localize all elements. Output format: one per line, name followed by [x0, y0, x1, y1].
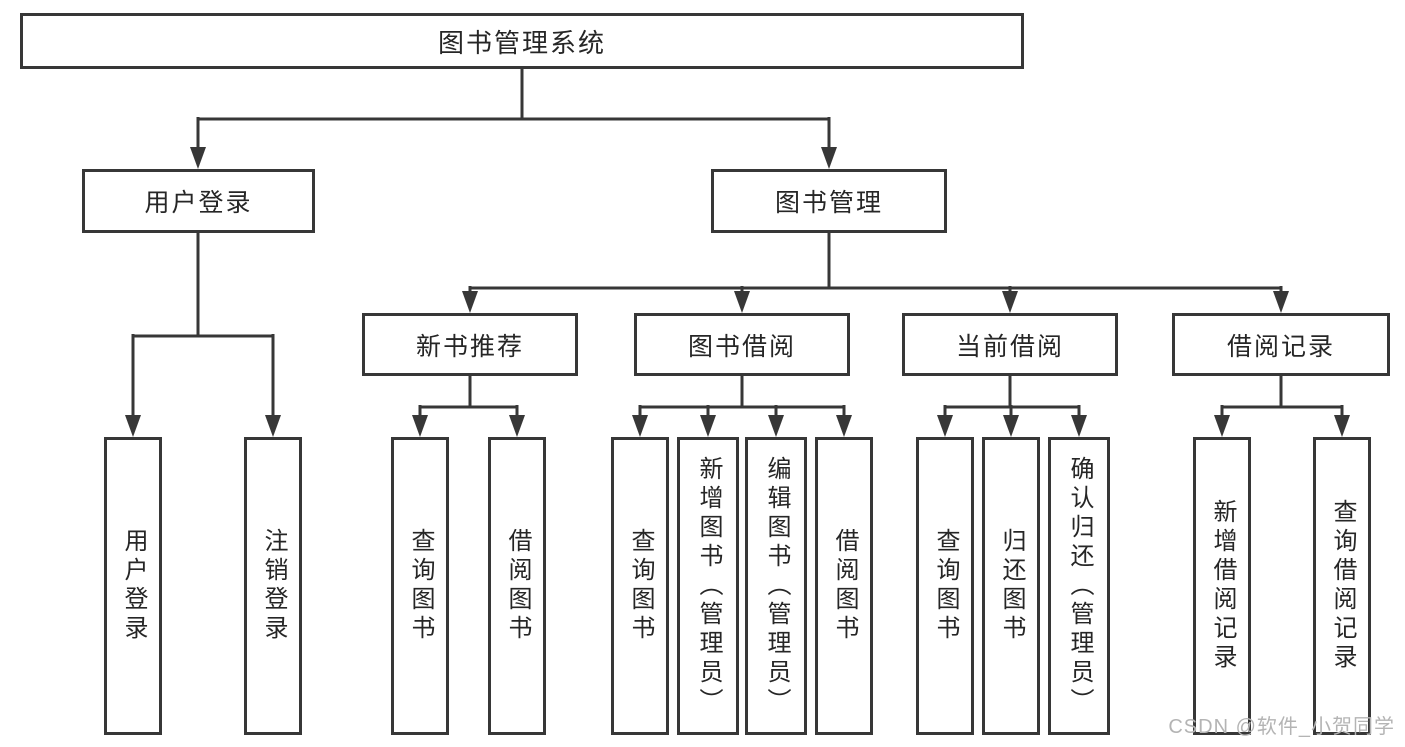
- node-book-management: 图书管理: [711, 169, 947, 233]
- leaf-label: 注销登录: [260, 528, 287, 644]
- leaf-query-borrow-record: 查询借阅记录: [1313, 437, 1371, 735]
- leaf-logout: 注销登录: [244, 437, 302, 735]
- leaf-label: 新增借阅记录: [1209, 499, 1236, 673]
- csdn-watermark: CSDN @软件_小贺同学: [1168, 716, 1395, 738]
- leaf-label: 新增图书（管理员）: [695, 455, 722, 717]
- node-label: 用户登录: [144, 189, 253, 217]
- node-label: 图书管理系统: [437, 27, 606, 58]
- arrowheads: [125, 147, 1350, 437]
- leaf-label: 用户登录: [120, 528, 147, 644]
- node-label: 图书借阅: [687, 332, 796, 361]
- leaf-confirm-return-admin: 确认归还（管理员）: [1048, 437, 1110, 735]
- node-new-book-recommend: 新书推荐: [362, 313, 578, 376]
- leaf-query-books-recommend: 查询图书: [391, 437, 449, 735]
- leaf-label: 查询借阅记录: [1329, 499, 1356, 673]
- leaf-add-borrow-record: 新增借阅记录: [1193, 437, 1251, 735]
- leaf-query-books-current: 查询图书: [916, 437, 974, 735]
- leaf-label: 编辑图书（管理员）: [763, 455, 790, 717]
- leaf-label: 借阅图书: [831, 528, 858, 644]
- leaf-borrow-books-recommend: 借阅图书: [488, 437, 546, 735]
- leaf-label: 归还图书: [998, 528, 1025, 644]
- leaf-label: 确认归还（管理员）: [1066, 455, 1093, 717]
- node-label: 借阅记录: [1226, 332, 1335, 361]
- node-current-borrowing: 当前借阅: [902, 313, 1118, 376]
- node-library-management-system: 图书管理系统: [20, 13, 1024, 69]
- node-label: 图书管理: [774, 189, 883, 217]
- node-book-borrowing: 图书借阅: [634, 313, 850, 376]
- leaf-return-books: 归还图书: [982, 437, 1040, 735]
- leaf-label: 查询图书: [627, 528, 654, 644]
- node-label: 新书推荐: [415, 332, 524, 361]
- leaf-edit-books-admin: 编辑图书（管理员）: [745, 437, 807, 735]
- node-label: 当前借阅: [955, 332, 1064, 361]
- node-user-login: 用户登录: [82, 169, 315, 233]
- leaf-add-books-admin: 新增图书（管理员）: [677, 437, 739, 735]
- leaf-query-books-borrowing: 查询图书: [611, 437, 669, 735]
- leaf-label: 借阅图书: [504, 528, 531, 644]
- leaf-borrow-books-borrowing: 借阅图书: [815, 437, 873, 735]
- leaf-user-login: 用户登录: [104, 437, 162, 735]
- leaf-label: 查询图书: [932, 528, 959, 644]
- node-borrowing-records: 借阅记录: [1172, 313, 1390, 376]
- leaf-label: 查询图书: [407, 528, 434, 644]
